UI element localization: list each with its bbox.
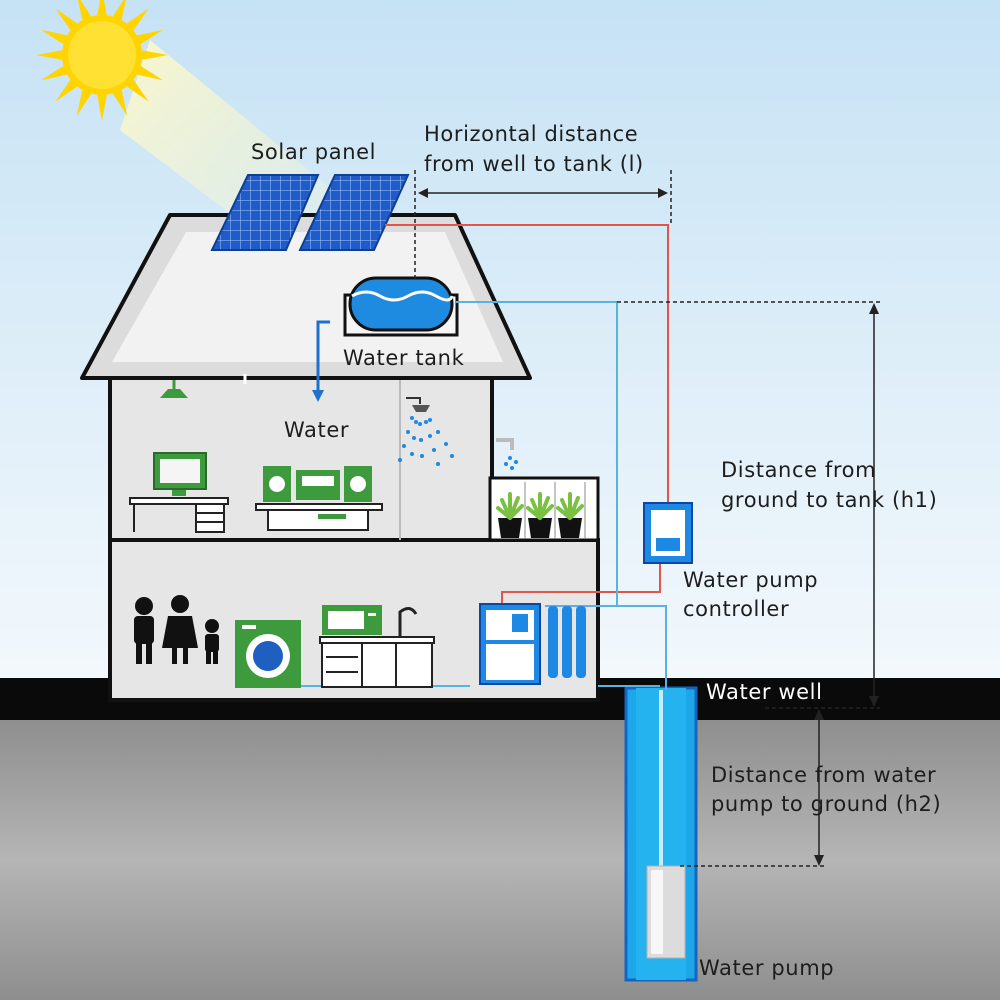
shower-drop [428,418,432,422]
h1-distance-label-line1: Distance from [721,458,877,482]
water-well [624,686,698,982]
water-down-arrow-icon [312,320,330,402]
sun-ray [97,0,107,16]
water-well-label: Water well [706,680,823,704]
plant-pot [526,482,556,538]
h1-distance-label-line2: ground to tank (h1) [721,488,938,512]
stereo-system-icon [255,466,383,531]
solar-panel-left [210,174,320,251]
shower-drop [402,444,406,448]
sun-ray [41,65,68,81]
pump-controller-icon [643,502,693,564]
pump-controller-label-line1: Water pump [683,568,819,592]
sun-ray [112,89,128,116]
shower-drop [428,434,432,438]
shower-drop [424,420,428,424]
water-pump-label: Water pump [699,956,835,980]
sun-ray [136,65,163,81]
water-label: Water [284,418,350,442]
power-line [385,224,669,610]
sun-ray [112,0,126,21]
shower-drop [418,422,422,426]
shower-drop [414,420,418,424]
horizontal-distance-arrow [418,188,668,198]
sun-ray [41,29,68,45]
h2-distance-label-line2: pump to ground (h2) [711,792,942,816]
sun-ray [141,50,168,60]
shower-drop [420,454,424,458]
h2-distance-arrow [814,709,824,866]
shower-drop [410,452,414,456]
horizontal-distance-label-line2: from well to tank (l) [424,152,644,176]
shower-drop [444,442,448,446]
water-tank-label: Water tank [343,346,465,370]
faucet-icon [496,438,518,470]
solar-panel-label: Solar panel [251,140,377,164]
sun-ray [76,89,92,116]
sun-ray [126,8,149,31]
ceiling-lamp-icon [160,380,188,398]
potted-plants-icon [496,482,586,538]
shower-drop [450,454,454,458]
horizontal-distance-label-line1: Horizontal distance [424,122,639,146]
plant-pot [556,482,586,538]
shower-icon [398,397,454,466]
solar-panel-right [298,174,410,251]
solar-panels [210,174,410,251]
shower-drop [436,462,440,466]
shower-drop [398,458,402,462]
water-tank-icon [343,276,459,337]
h2-distance-label-line1: Distance from water [711,763,937,787]
sun-ray [36,50,63,60]
sun-ray [55,8,78,31]
plant-pot [496,482,526,538]
sun-icon [36,0,168,121]
washing-machine-icon [235,620,301,688]
sun-ray [97,94,107,121]
desk-computer-icon [129,452,229,533]
water-filter-unit-icon [479,603,586,685]
kitchen-cabinet-icon [319,605,435,688]
h1-distance-arrow [869,303,879,707]
shower-drop [436,430,440,434]
sun-ray [78,0,92,21]
shower-drop [410,416,414,420]
sun-ray [55,79,78,102]
shower-drop [406,430,410,434]
measurement-guides [414,170,880,867]
shower-drop [432,448,436,452]
sun-ray [136,29,163,45]
shower-drop [412,436,416,440]
ground [0,719,1000,1000]
shower-drop [419,438,423,442]
family-icon [134,595,219,664]
sun-ray [126,79,149,102]
pump-controller-label-line2: controller [683,597,790,621]
